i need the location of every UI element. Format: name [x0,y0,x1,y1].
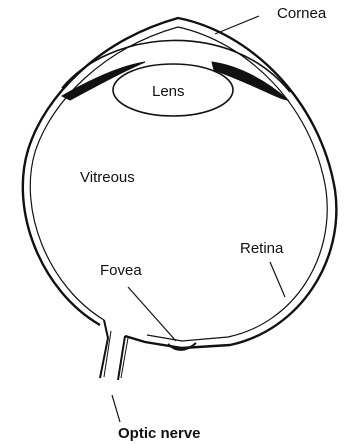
lens-label: Lens [152,83,185,100]
optic-nerve-label: Optic nerve [118,425,201,442]
cornea-label: Cornea [277,5,327,22]
fovea-label: Fovea [100,262,142,279]
optic-nerve-leader [112,395,120,422]
optic-nerve-left [100,320,108,378]
retina-leader [270,262,285,297]
cornea-leader [215,16,259,34]
vitreous-label: Vitreous [80,169,135,186]
retina-label: Retina [240,240,284,257]
fovea-leader [128,287,176,341]
